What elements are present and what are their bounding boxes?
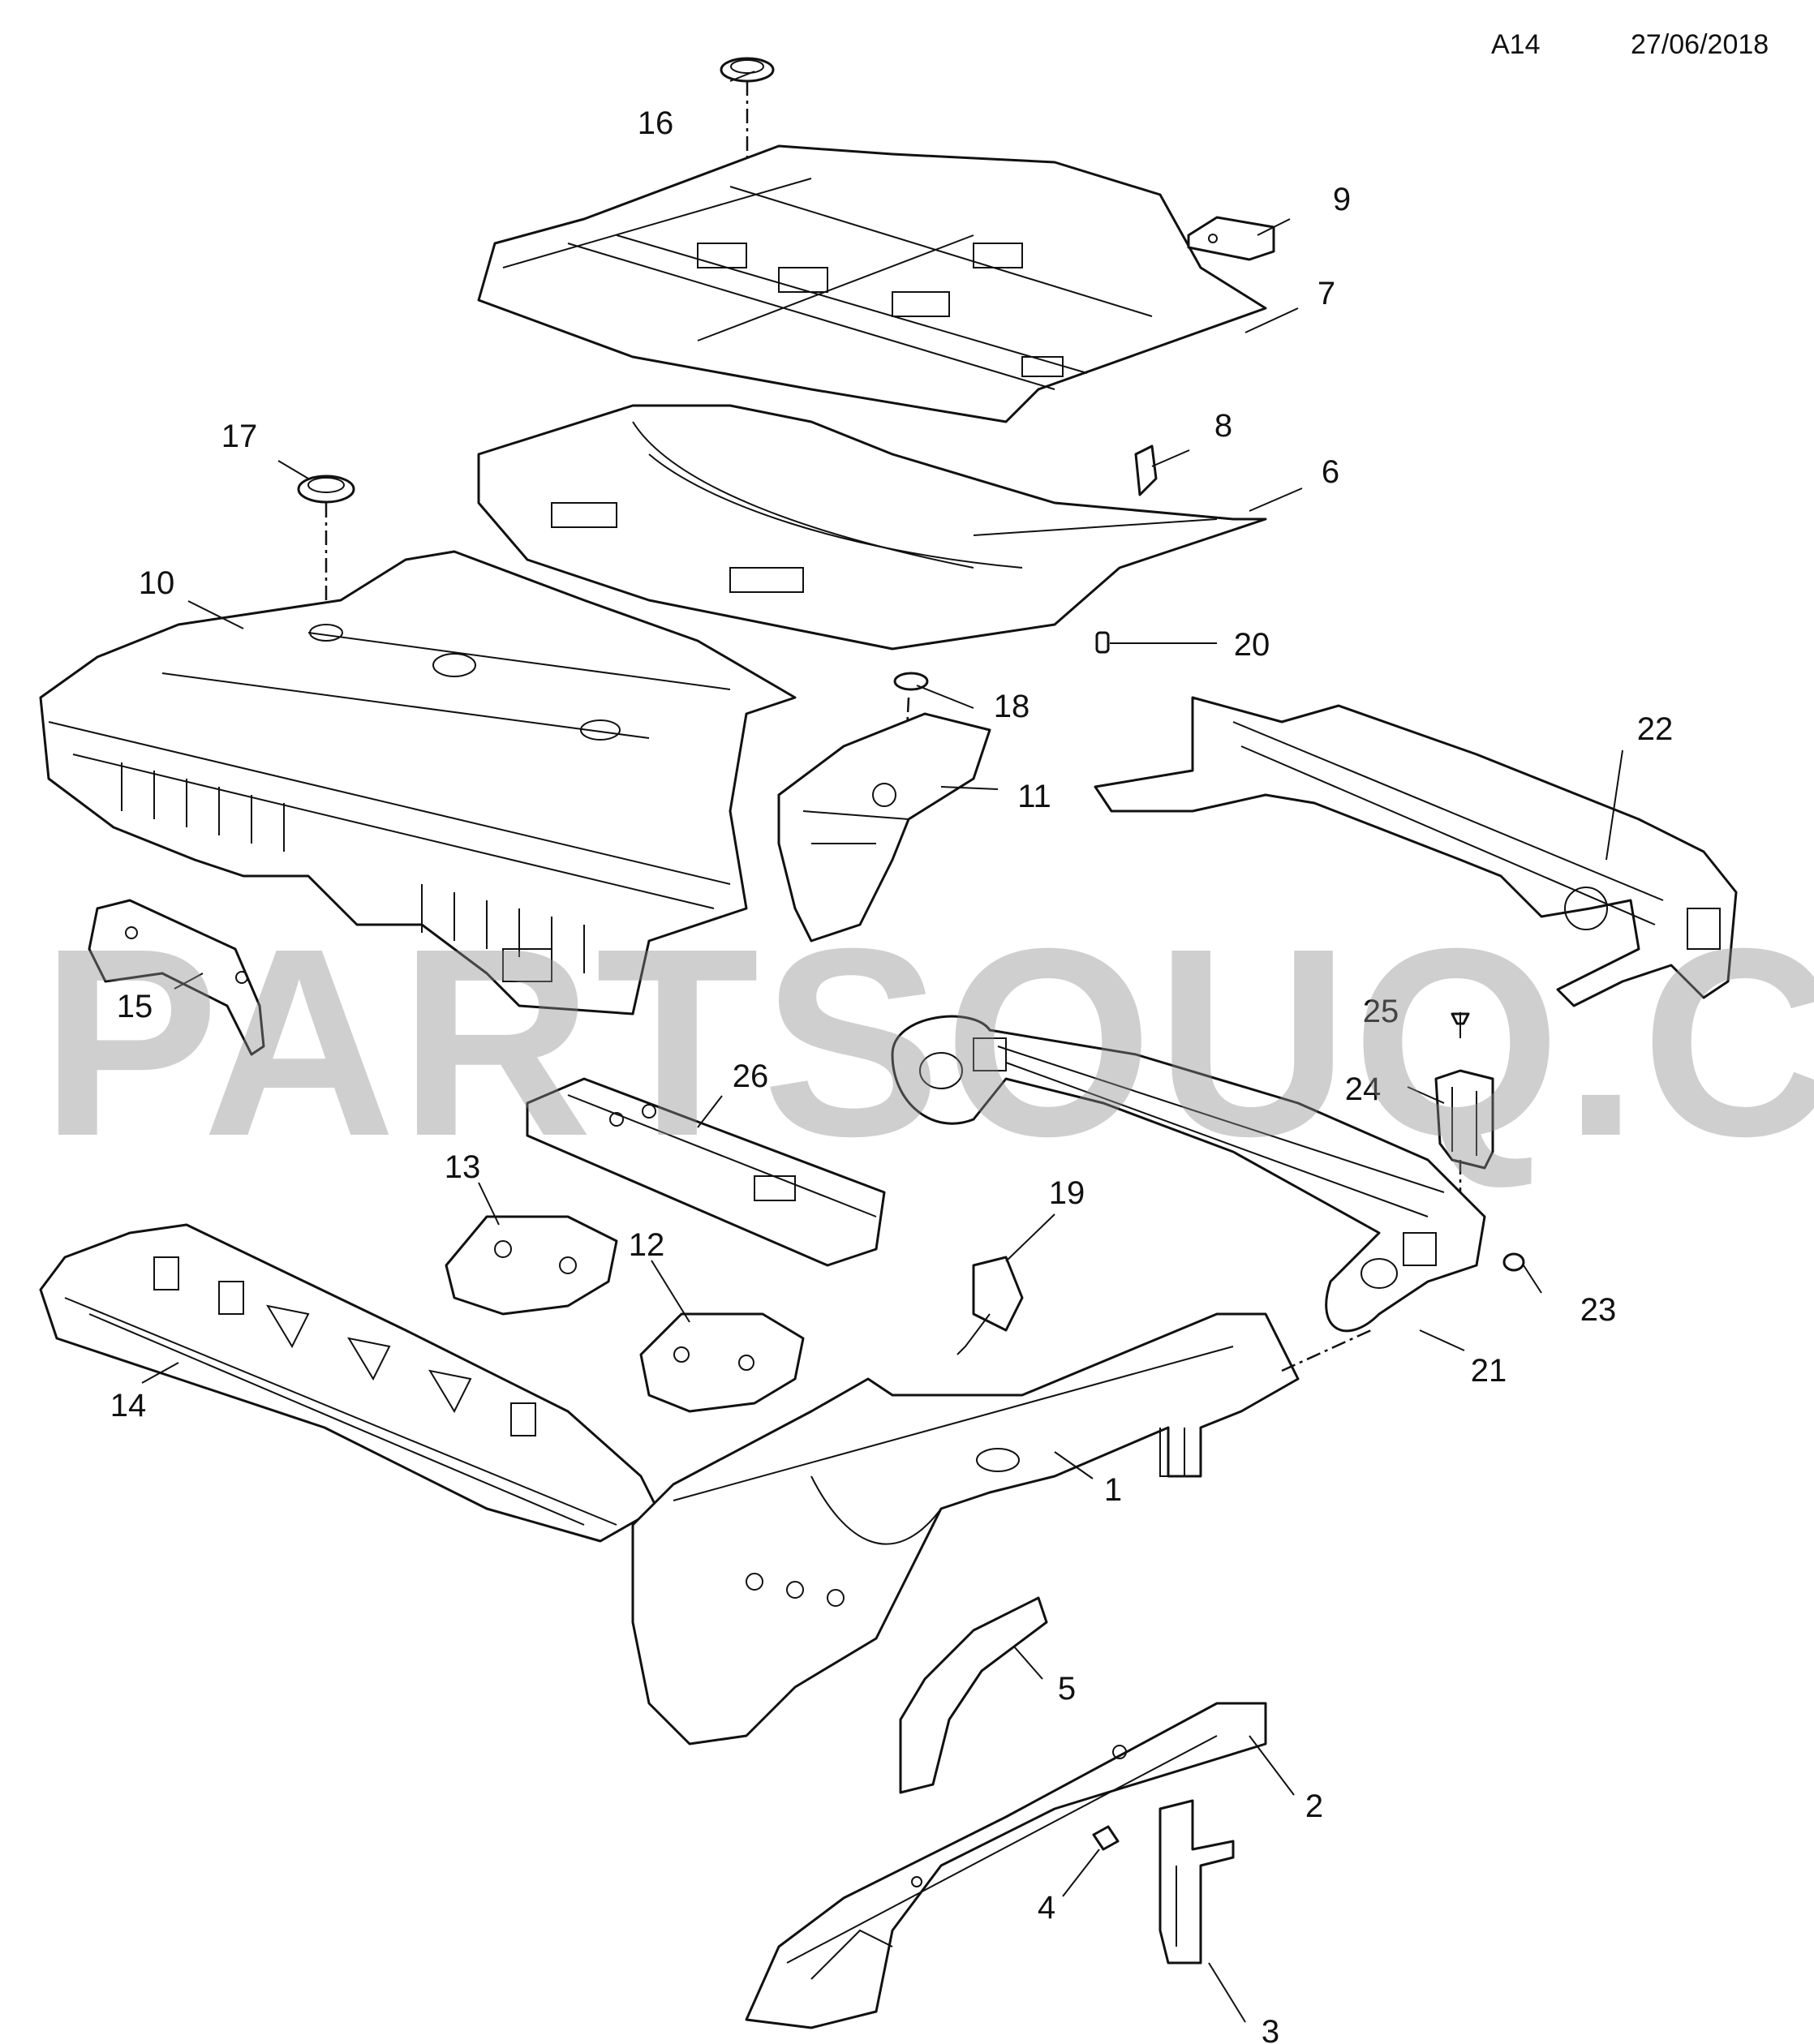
callout-20: 20 — [1234, 627, 1270, 663]
part-4-clip[interactable] — [1092, 1825, 1120, 1851]
part-19-clip[interactable] — [956, 1256, 1024, 1355]
part-20-pin[interactable] — [1095, 631, 1110, 654]
callout-24: 24 — [1345, 1071, 1382, 1107]
part-22-cross-member[interactable] — [1094, 696, 1738, 1007]
callout-1: 1 — [1104, 1472, 1122, 1508]
callout-5: 5 — [1058, 1671, 1076, 1707]
callout-labels: 1 2 3 4 5 6 7 8 9 10 11 12 13 14 15 16 1… — [110, 105, 1674, 2044]
part-17-plug[interactable] — [297, 474, 355, 625]
part-12-bracket[interactable] — [639, 1312, 805, 1413]
part-2-side-member[interactable] — [745, 1702, 1267, 2029]
callout-16: 16 — [638, 105, 674, 141]
callout-leaders — [141, 71, 1623, 2023]
callout-14: 14 — [110, 1388, 147, 1424]
part-1-side-rail[interactable] — [631, 1312, 1372, 1746]
callout-26: 26 — [733, 1058, 769, 1094]
callout-21: 21 — [1471, 1353, 1507, 1389]
diagram-date: 27/06/2018 — [1631, 29, 1769, 60]
callout-12: 12 — [629, 1227, 665, 1263]
callout-22: 22 — [1637, 711, 1674, 747]
callout-17: 17 — [221, 419, 258, 454]
part-24-bracket[interactable] — [1434, 1069, 1494, 1217]
part-11-panel[interactable] — [777, 712, 991, 943]
callout-4: 4 — [1038, 1890, 1055, 1926]
part-14-cross-rail[interactable] — [39, 1223, 659, 1543]
callout-25: 25 — [1363, 994, 1399, 1029]
callout-19: 19 — [1049, 1175, 1085, 1211]
part-5-reinforcement[interactable] — [899, 1596, 1048, 1794]
part-23-nut[interactable] — [1502, 1252, 1525, 1272]
part-3-bracket[interactable] — [1158, 1799, 1235, 1965]
callout-15: 15 — [117, 989, 153, 1024]
callout-23: 23 — [1580, 1292, 1617, 1328]
callout-9: 9 — [1333, 182, 1351, 217]
part-8-clip[interactable] — [1134, 444, 1158, 496]
part-9-bracket[interactable] — [1187, 216, 1275, 261]
callout-10: 10 — [139, 565, 175, 601]
callout-8: 8 — [1214, 408, 1232, 444]
part-26-rail[interactable] — [526, 1077, 886, 1267]
part-15-bracket[interactable] — [88, 899, 265, 1056]
part-21-bumper-beam[interactable] — [891, 1015, 1486, 1333]
diagram-page-code: A14 — [1491, 29, 1541, 60]
callout-18: 18 — [994, 689, 1030, 724]
callout-13: 13 — [445, 1149, 481, 1185]
part-16-plug[interactable] — [720, 57, 775, 162]
callout-11: 11 — [1017, 779, 1051, 814]
part-6-floor-panel[interactable] — [477, 404, 1267, 651]
callout-7: 7 — [1318, 276, 1335, 311]
part-13-bracket[interactable] — [445, 1215, 618, 1316]
part-10-rear-floor-pan[interactable] — [39, 550, 797, 1016]
part-7-floor-panel[interactable] — [477, 144, 1267, 423]
callout-3: 3 — [1262, 2014, 1279, 2044]
callout-2: 2 — [1305, 1788, 1323, 1824]
callout-6: 6 — [1322, 454, 1339, 490]
